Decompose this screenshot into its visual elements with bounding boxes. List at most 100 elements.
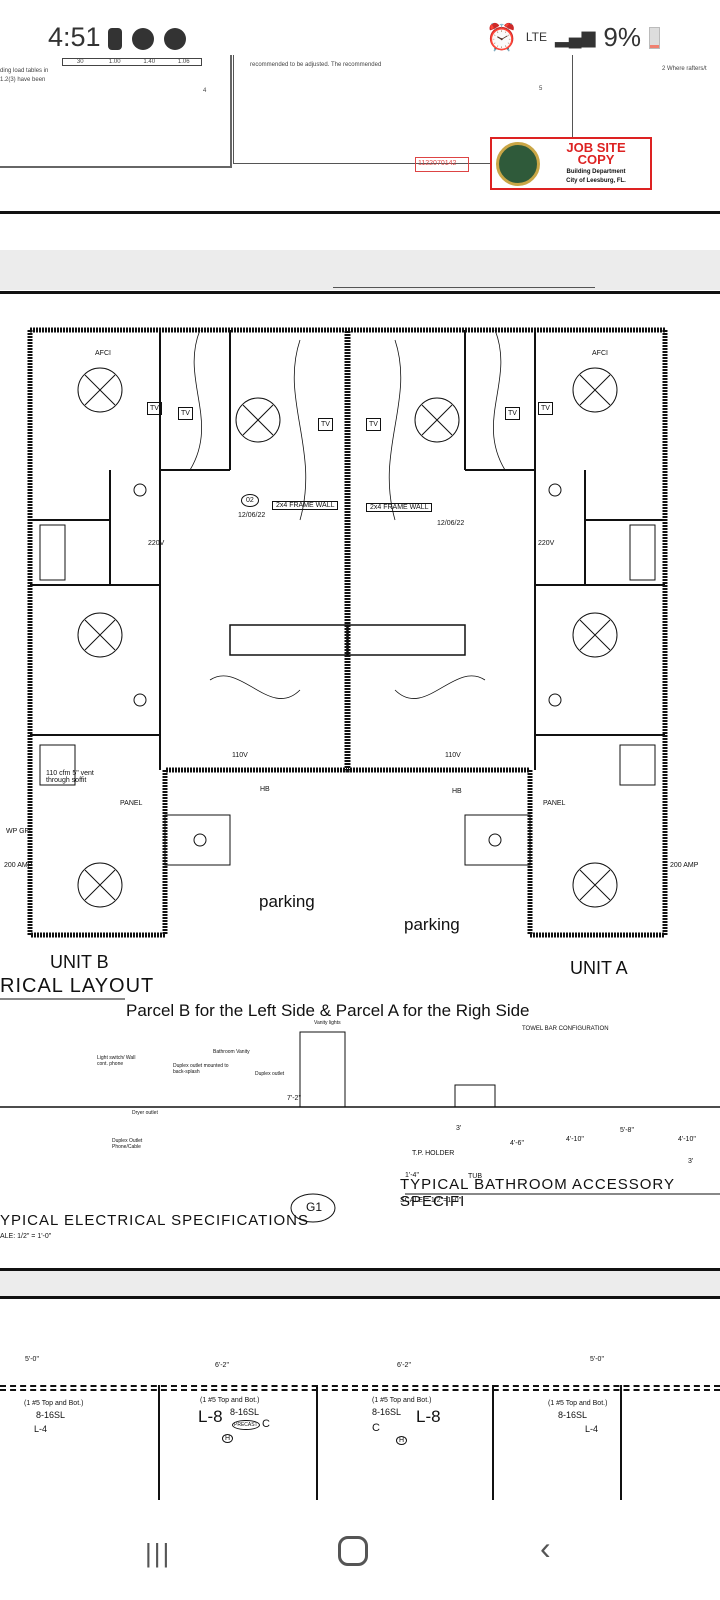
messenger-icon [164,28,186,50]
lintel-label: L-8 [198,1407,223,1426]
recent-apps-button[interactable]: ||| [145,1538,172,1568]
spec-label: Vanity lights [314,1020,341,1026]
service-amp-label: 200 AMP [4,862,33,869]
section-h: H [222,1434,234,1443]
cell: 1.40 [143,59,156,65]
dimension: 3' [688,1158,694,1165]
wall-segment [492,1385,622,1500]
dimension: 5'-8" [620,1127,634,1134]
battery-icon [649,26,660,49]
previous-page-left: ding load tables in 1.2(3) have been 30 … [0,40,232,168]
navigation-bar: ||| ‹ [0,1500,720,1600]
section-h: H [396,1436,408,1445]
beam-label: 8-16SL [230,1407,260,1417]
doc-text: recommended to be adjusted. The recommen… [250,62,382,68]
page-divider [0,1296,720,1299]
rebar-note: (1 #5 Top and Bot.) [548,1400,608,1407]
doc-text: 1.2(3) have been [0,77,46,83]
stamp-title: COPY [577,152,615,167]
bath-spec-title: TYPICAL BATHROOM ACCESSORY SPECIFI [400,1176,675,1210]
back-button[interactable]: ‹ [540,1530,551,1566]
rule [333,287,595,288]
outlet-110v: 110V [232,752,248,759]
outlet-220v: 220V [538,540,555,547]
dimension: 4'-6" [510,1140,524,1147]
spec-label: Bathroom Vanity [213,1049,250,1055]
dimension: 6'-2" [215,1362,229,1369]
status-bar: 4:51 ⏰ LTE ▂▄▆ 9% [0,0,720,55]
dimension: 5'-0" [590,1356,604,1363]
scale-label: ALE: 1/2" = 1'-0" [0,1233,52,1240]
tv-label: TV [318,418,333,431]
parcel-note: Parcel B for the Left Side & Parcel A fo… [126,1001,530,1020]
page-number: 5 [539,86,543,92]
stamp-dept: Building Department [566,169,626,175]
battery-alert-icon [108,28,122,50]
precast-tag: PRECAST [232,1420,260,1430]
page-number: 4 [203,88,207,94]
page-gap [0,250,720,290]
foundation-wall [0,1385,720,1391]
section-c: C [262,1418,270,1430]
rebar-note: (1 #5 Top and Bot.) [24,1400,84,1407]
towel-bar-title: TOWEL BAR CONFIGURATION [522,1026,609,1032]
dimension: 5'-0" [25,1356,39,1363]
parking-label: parking [259,892,315,911]
outlet-220v: 220V [148,540,165,547]
home-button[interactable] [338,1536,368,1566]
alarm-icon: ⏰ [485,22,518,52]
spec-label: Duplex outlet [255,1071,285,1077]
panel-label: PANEL [543,800,566,807]
page-gap [0,1271,720,1296]
doc-text: ding load tables in [0,68,49,74]
layout-title: RICAL LAYOUT [0,975,155,997]
outlet-110v: 110V [445,752,461,759]
page-divider [0,291,720,294]
chrome-icon [132,28,154,50]
spec-label: Light switch/ Wall cont. phone [97,1055,136,1067]
battery-percent: 9% [603,22,641,52]
tv-label: TV [178,407,193,420]
revision-date: 12/06/22 [437,520,465,527]
spec-label: Duplex outlet mounted to back-splash [173,1063,229,1075]
floor-plan-drawing[interactable] [0,0,720,1270]
tv-label: TV [505,407,520,420]
signal-icon: ▂▄▆ [554,27,596,47]
unit-a-label: UNIT A [570,958,628,978]
cell: 30 [76,59,84,65]
rebar-note: (1 #5 Top and Bot.) [372,1397,432,1404]
hose-bib-label: HB [260,786,270,793]
dimension: 4'-10" [678,1136,696,1143]
beam-label: 8-16SL [36,1410,66,1420]
network-type: LTE [525,30,547,44]
spec-label: Duplex Outlet Phone/Cable [112,1138,143,1150]
frame-wall-note: 2x4 FRAME WALL [366,503,433,512]
tv-label: TV [366,418,381,431]
beam-label: 8-16SL [558,1410,588,1420]
spec-label: Dryer outlet [132,1110,158,1116]
permit-number: 1122070142 [415,157,469,172]
dimension: 6'-2" [397,1362,411,1369]
cell: 1.00 [108,59,121,65]
revision-date: 12/06/22 [238,512,266,519]
scale-label: SCALE = 1/2"=1'-0" [400,1197,462,1204]
frame-wall-note: 2x4 FRAME WALL [272,501,339,510]
section-c: C [372,1422,380,1434]
panel-label: PANEL [120,800,143,807]
doc-text: 2 Where rafters/t [662,66,707,72]
gfi-label: WP GFI [6,828,31,835]
page-divider [0,1268,720,1271]
job-site-stamp: JOB SITE COPY Building Department City o… [490,137,652,190]
dimension: 3' [456,1125,462,1132]
stamp-title: JOB SITE [566,140,626,155]
tv-label: TV [147,402,162,415]
electrical-spec-title: YPICAL ELECTRICAL SPECIFICATIONS [0,1212,310,1229]
sheet-tag: G1 [306,1200,323,1214]
dimension: 7'-2" [287,1095,301,1102]
service-amp-label: 200 AMP [670,862,699,869]
dimension: 4'-10" [566,1136,584,1143]
tv-label: TV [538,402,553,415]
tub-label: TUB [468,1173,482,1180]
clock: 4:51 [48,22,101,52]
lintel-label: L-4 [34,1424,48,1434]
